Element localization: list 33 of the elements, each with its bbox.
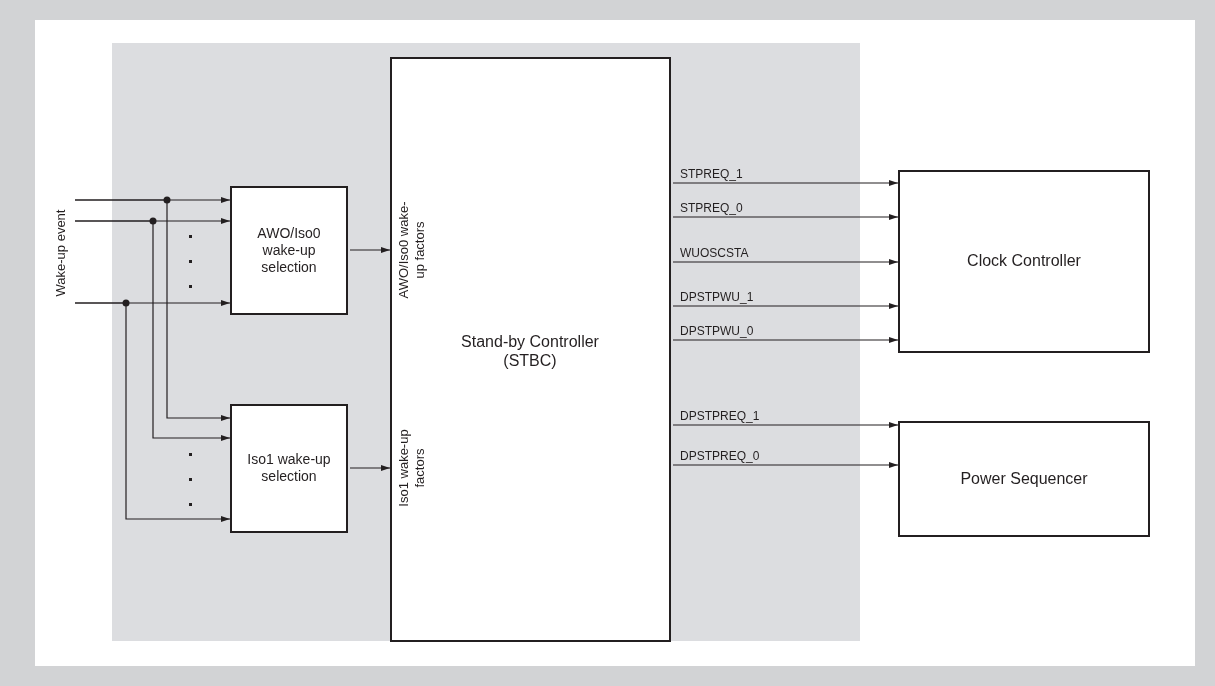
input-label: Wake-up event bbox=[53, 208, 69, 299]
process-box bbox=[898, 170, 1150, 353]
arrow bbox=[672, 303, 899, 309]
arrow bbox=[672, 422, 899, 428]
signal-label: DPSTPREQ_1 bbox=[680, 409, 760, 423]
arrow bbox=[672, 214, 899, 220]
signal-group-label: AWO/Iso0 wake-up factors bbox=[396, 200, 428, 300]
arrow bbox=[74, 199, 231, 421]
box-label: AWO/Iso0 wake-up selection bbox=[256, 224, 322, 276]
box-label: Stand-by Controller (STBC) bbox=[460, 331, 600, 371]
box-label: Power Sequencer bbox=[959, 469, 1089, 489]
arrow bbox=[74, 302, 231, 522]
arrow bbox=[349, 247, 391, 253]
arrow bbox=[672, 462, 899, 468]
process-box bbox=[390, 57, 671, 642]
signal-label: STPREQ_1 bbox=[680, 167, 743, 181]
signal-label: DPSTPWU_0 bbox=[680, 324, 754, 338]
signal-label: WUOSCSTA bbox=[680, 246, 749, 260]
arrow bbox=[672, 337, 899, 343]
process-box bbox=[230, 186, 348, 315]
signal-group-label: Iso1 wake-up factors bbox=[396, 428, 428, 509]
signal-label: DPSTPWU_1 bbox=[680, 290, 754, 304]
arrow bbox=[349, 465, 391, 471]
background-panel bbox=[112, 43, 860, 641]
arrow bbox=[74, 220, 231, 441]
arrow bbox=[672, 259, 899, 265]
box-label: Clock Controller bbox=[966, 251, 1082, 271]
box-label: Iso1 wake-up selection bbox=[246, 451, 332, 485]
signal-label: STPREQ_0 bbox=[680, 201, 743, 215]
process-box bbox=[898, 421, 1150, 537]
signal-label: DPSTPREQ_0 bbox=[680, 449, 760, 463]
arrow bbox=[672, 180, 899, 186]
process-box bbox=[230, 404, 348, 533]
